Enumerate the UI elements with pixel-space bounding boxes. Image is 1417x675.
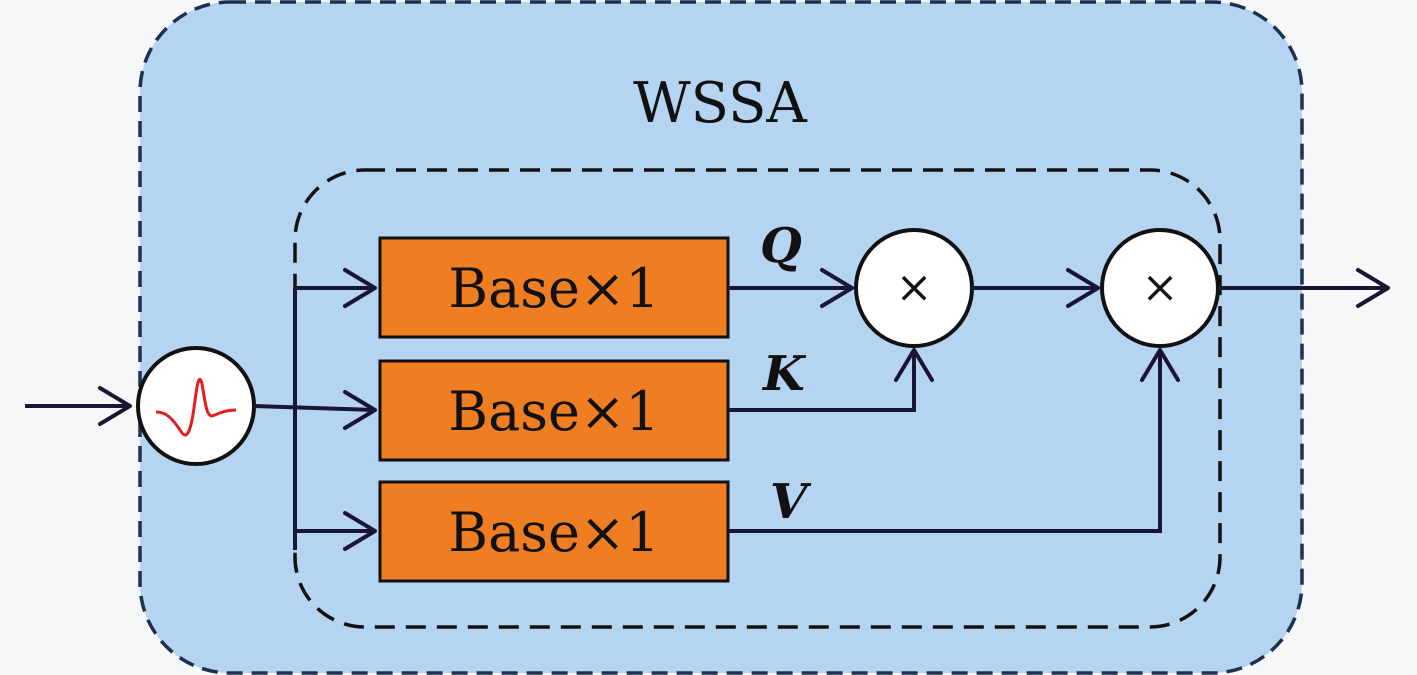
wavelet-node <box>136 346 256 466</box>
k-wire <box>728 348 934 412</box>
input-arrow <box>25 386 132 426</box>
product-wire <box>972 268 1100 308</box>
multiply-node-2: × <box>1100 228 1220 348</box>
multiply-symbol-1: × <box>896 262 933 313</box>
multiply-symbol-2: × <box>1142 262 1179 313</box>
split-wires <box>253 268 377 551</box>
base-box-k: Base×1 <box>378 359 730 462</box>
signal-label-v: V <box>770 474 812 530</box>
base-box-v: Base×1 <box>378 480 730 583</box>
v-wire <box>728 348 1180 533</box>
base-box-q: Base×1 <box>378 236 730 339</box>
wssa-title: WSSA <box>633 71 807 136</box>
base-box-q-label: Base×1 <box>448 257 659 320</box>
base-box-k-label: Base×1 <box>448 380 659 443</box>
signal-label-k: K <box>761 346 807 402</box>
q-wire <box>728 268 854 308</box>
signal-label-q: Q <box>760 218 802 274</box>
output-arrow <box>1218 268 1390 308</box>
wavelet-icon <box>155 377 237 437</box>
multiply-node-1: × <box>854 228 974 348</box>
base-box-v-label: Base×1 <box>448 501 659 564</box>
